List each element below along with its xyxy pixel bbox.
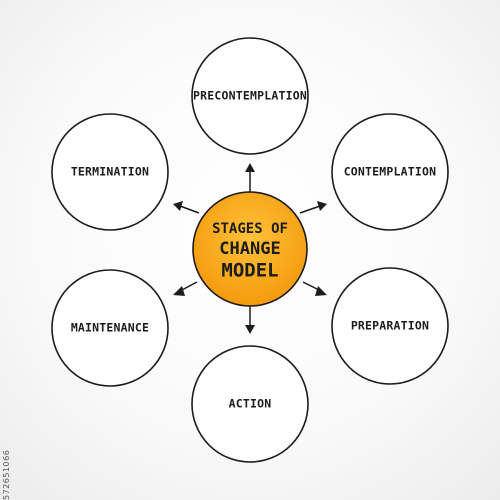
arrow-to-preparation	[302, 281, 327, 296]
stage-circle	[331, 113, 449, 231]
stage-label: CONTEMPLATION	[344, 165, 437, 179]
stage-circle	[51, 113, 169, 231]
arrow-to-contemplation	[299, 201, 327, 214]
center-title-line-3: MODEL	[221, 260, 278, 282]
center-node: STAGES OF CHANGE MODEL	[192, 191, 308, 307]
arrow-to-maintenance	[173, 281, 198, 296]
stage-action: ACTION	[191, 345, 309, 463]
stage-label: PREPARATION	[351, 319, 429, 333]
center-title-line-2: CHANGE	[219, 239, 280, 259]
stage-circle	[191, 37, 309, 155]
stage-contemplation: CONTEMPLATION	[331, 113, 449, 231]
stage-circle	[51, 269, 169, 387]
stock-image-id: 572651066	[2, 449, 11, 500]
stage-precontemplation: PRECONTEMPLATION	[191, 37, 309, 155]
arrow-to-precontemplation	[245, 163, 255, 192]
stage-label: ACTION	[229, 397, 272, 411]
stage-circle	[191, 345, 309, 463]
arrow-to-termination	[173, 201, 200, 214]
arrow-to-action	[245, 306, 255, 334]
stage-preparation: PREPARATION	[331, 267, 449, 385]
stage-circle	[331, 267, 449, 385]
stage-termination: TERMINATION	[51, 113, 169, 231]
stage-label: TERMINATION	[71, 165, 149, 179]
stage-label: PRECONTEMPLATION	[193, 89, 307, 103]
center-circle	[192, 191, 308, 307]
arrows	[173, 163, 327, 334]
stage-maintenance: MAINTENANCE	[51, 269, 169, 387]
stage-label: MAINTENANCE	[71, 321, 149, 335]
center-title-line-1: STAGES OF	[212, 221, 288, 237]
